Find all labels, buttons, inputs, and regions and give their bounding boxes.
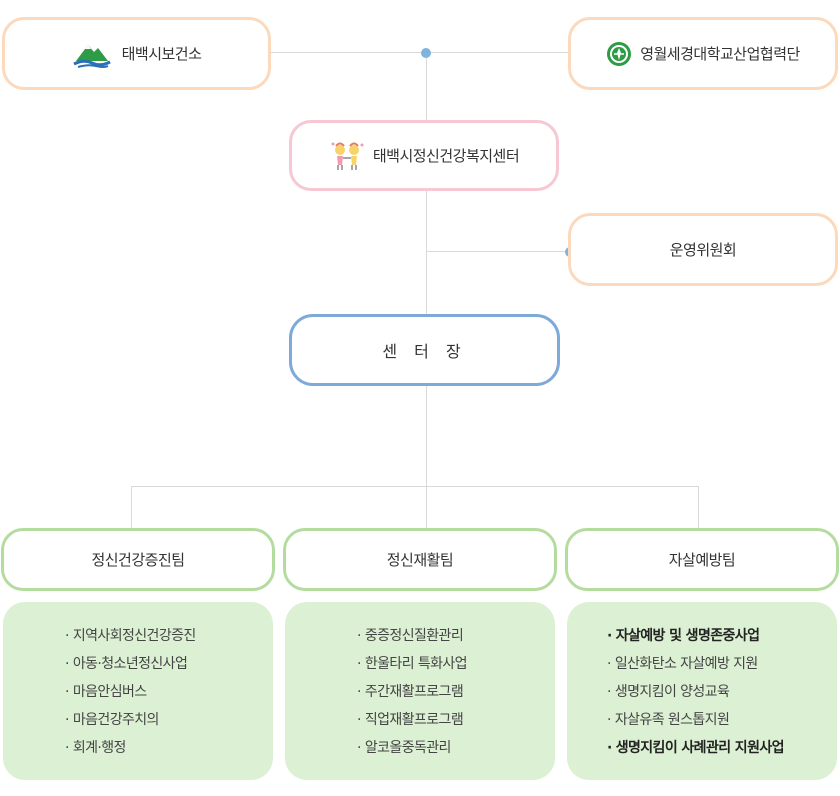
- bullet: ·: [357, 712, 361, 728]
- list-item-text: 생명지킴이 사례관리 지원사업: [615, 740, 785, 756]
- bullet: ·: [65, 628, 69, 644]
- director-box: 센 터 장: [289, 314, 560, 386]
- list-item: ·생명지킴이 사례관리 지원사업: [607, 740, 837, 756]
- team-rehabilitation-label: 정신재활팀: [386, 551, 454, 569]
- team-items-list: ·지역사회정신건강증진 ·아동·청소년정신사업 ·마음안심버스 ·마음건강주치의…: [3, 628, 273, 756]
- org-box-right: 영월세경대학교산업협력단: [568, 17, 838, 90]
- bullet: ·: [65, 684, 69, 700]
- list-item-text: 알코올중독관리: [364, 740, 452, 756]
- bullet: ·: [357, 740, 361, 756]
- team-drop-middle: [426, 486, 427, 530]
- team-suicide-prevention-label: 자살예방팀: [668, 551, 736, 569]
- org-right-label: 영월세경대학교산업협력단: [640, 45, 800, 63]
- bullet: ·: [357, 684, 361, 700]
- committee-line: [426, 251, 570, 252]
- list-item-text: 아동·청소년정신사업: [72, 656, 188, 672]
- mountain-logo-icon: [72, 39, 112, 69]
- list-item-text: 주간재활프로그램: [364, 684, 464, 700]
- trunk-line-middle: [426, 190, 427, 316]
- bullet: ·: [607, 684, 611, 700]
- team-panel-rehabilitation: ·중증정신질환관리 ·한울타리 특화사업 ·주간재활프로그램 ·직업재활프로그램…: [285, 602, 555, 780]
- committee-label: 운영위원회: [669, 241, 737, 259]
- team-box-rehabilitation: 정신재활팀: [283, 528, 557, 591]
- bullet: ·: [65, 740, 69, 756]
- bullet: ·: [357, 628, 361, 644]
- bullet: ·: [607, 740, 612, 756]
- list-item: ·주간재활프로그램: [357, 684, 555, 700]
- list-item: ·생명지킴이 양성교육: [607, 684, 837, 700]
- list-item: ·자살예방 및 생명존중사업: [607, 628, 837, 644]
- team-panel-mental-health: ·지역사회정신건강증진 ·아동·청소년정신사업 ·마음안심버스 ·마음건강주치의…: [3, 602, 273, 780]
- bullet: ·: [65, 656, 69, 672]
- top-horizontal-line: [270, 52, 570, 53]
- list-item: ·회계·행정: [65, 740, 273, 756]
- bullet: ·: [607, 712, 611, 728]
- team-panel-suicide-prevention: ·자살예방 및 생명존중사업 ·일산화탄소 자살예방 지원 ·생명지킴이 양성교…: [567, 602, 837, 780]
- org-left-label: 태백시보건소: [121, 45, 202, 63]
- list-item: ·한울타리 특화사업: [357, 656, 555, 672]
- list-item-text: 자살예방 및 생명존중사업: [615, 628, 760, 644]
- center-title-label: 태백시정신건강복지센터: [372, 147, 520, 165]
- list-item: ·아동·청소년정신사업: [65, 656, 273, 672]
- team-box-suicide-prevention: 자살예방팀: [565, 528, 839, 591]
- committee-box: 운영위원회: [568, 213, 838, 286]
- list-item: ·자살유족 원스톱지원: [607, 712, 837, 728]
- director-label: 센 터 장: [382, 342, 467, 361]
- bullet: ·: [607, 656, 611, 672]
- bullet: ·: [65, 712, 69, 728]
- list-item-text: 중증정신질환관리: [364, 628, 464, 644]
- list-item-text: 회계·행정: [72, 740, 127, 756]
- list-item-text: 마음안심버스: [72, 684, 147, 700]
- trunk-line-lower: [426, 386, 427, 486]
- list-item: ·알코올중독관리: [357, 740, 555, 756]
- junction-dot-top: [421, 48, 431, 58]
- list-item-text: 자살유족 원스톱지원: [614, 712, 730, 728]
- team-drop-left: [131, 486, 132, 530]
- bullet: ·: [357, 656, 361, 672]
- list-item-text: 마음건강주치의: [72, 712, 160, 728]
- list-item: ·마음건강주치의: [65, 712, 273, 728]
- team-mental-health-label: 정신건강증진팀: [91, 551, 185, 569]
- team-items-list: ·중증정신질환관리 ·한울타리 특화사업 ·주간재활프로그램 ·직업재활프로그램…: [285, 628, 555, 756]
- list-item-text: 일산화탄소 자살예방 지원: [614, 656, 758, 672]
- university-emblem-icon: [606, 41, 632, 67]
- org-box-left: 태백시보건소: [2, 17, 271, 90]
- list-item: ·일산화탄소 자살예방 지원: [607, 656, 837, 672]
- list-item-text: 지역사회정신건강증진: [72, 628, 196, 644]
- team-items-list: ·자살예방 및 생명존중사업 ·일산화탄소 자살예방 지원 ·생명지킴이 양성교…: [567, 628, 837, 756]
- center-title-box: 태백시정신건강복지센터: [289, 120, 559, 191]
- list-item-text: 한울타리 특화사업: [364, 656, 468, 672]
- list-item: ·마음안심버스: [65, 684, 273, 700]
- list-item: ·지역사회정신건강증진: [65, 628, 273, 644]
- children-illustration-icon: [329, 140, 365, 172]
- trunk-line-upper: [426, 52, 427, 122]
- list-item-text: 생명지킴이 양성교육: [614, 684, 730, 700]
- bullet: ·: [607, 628, 612, 644]
- list-item: ·중증정신질환관리: [357, 628, 555, 644]
- team-horizontal-line: [131, 486, 699, 487]
- list-item: ·직업재활프로그램: [357, 712, 555, 728]
- team-box-mental-health: 정신건강증진팀: [1, 528, 275, 591]
- team-drop-right: [698, 486, 699, 530]
- list-item-text: 직업재활프로그램: [364, 712, 464, 728]
